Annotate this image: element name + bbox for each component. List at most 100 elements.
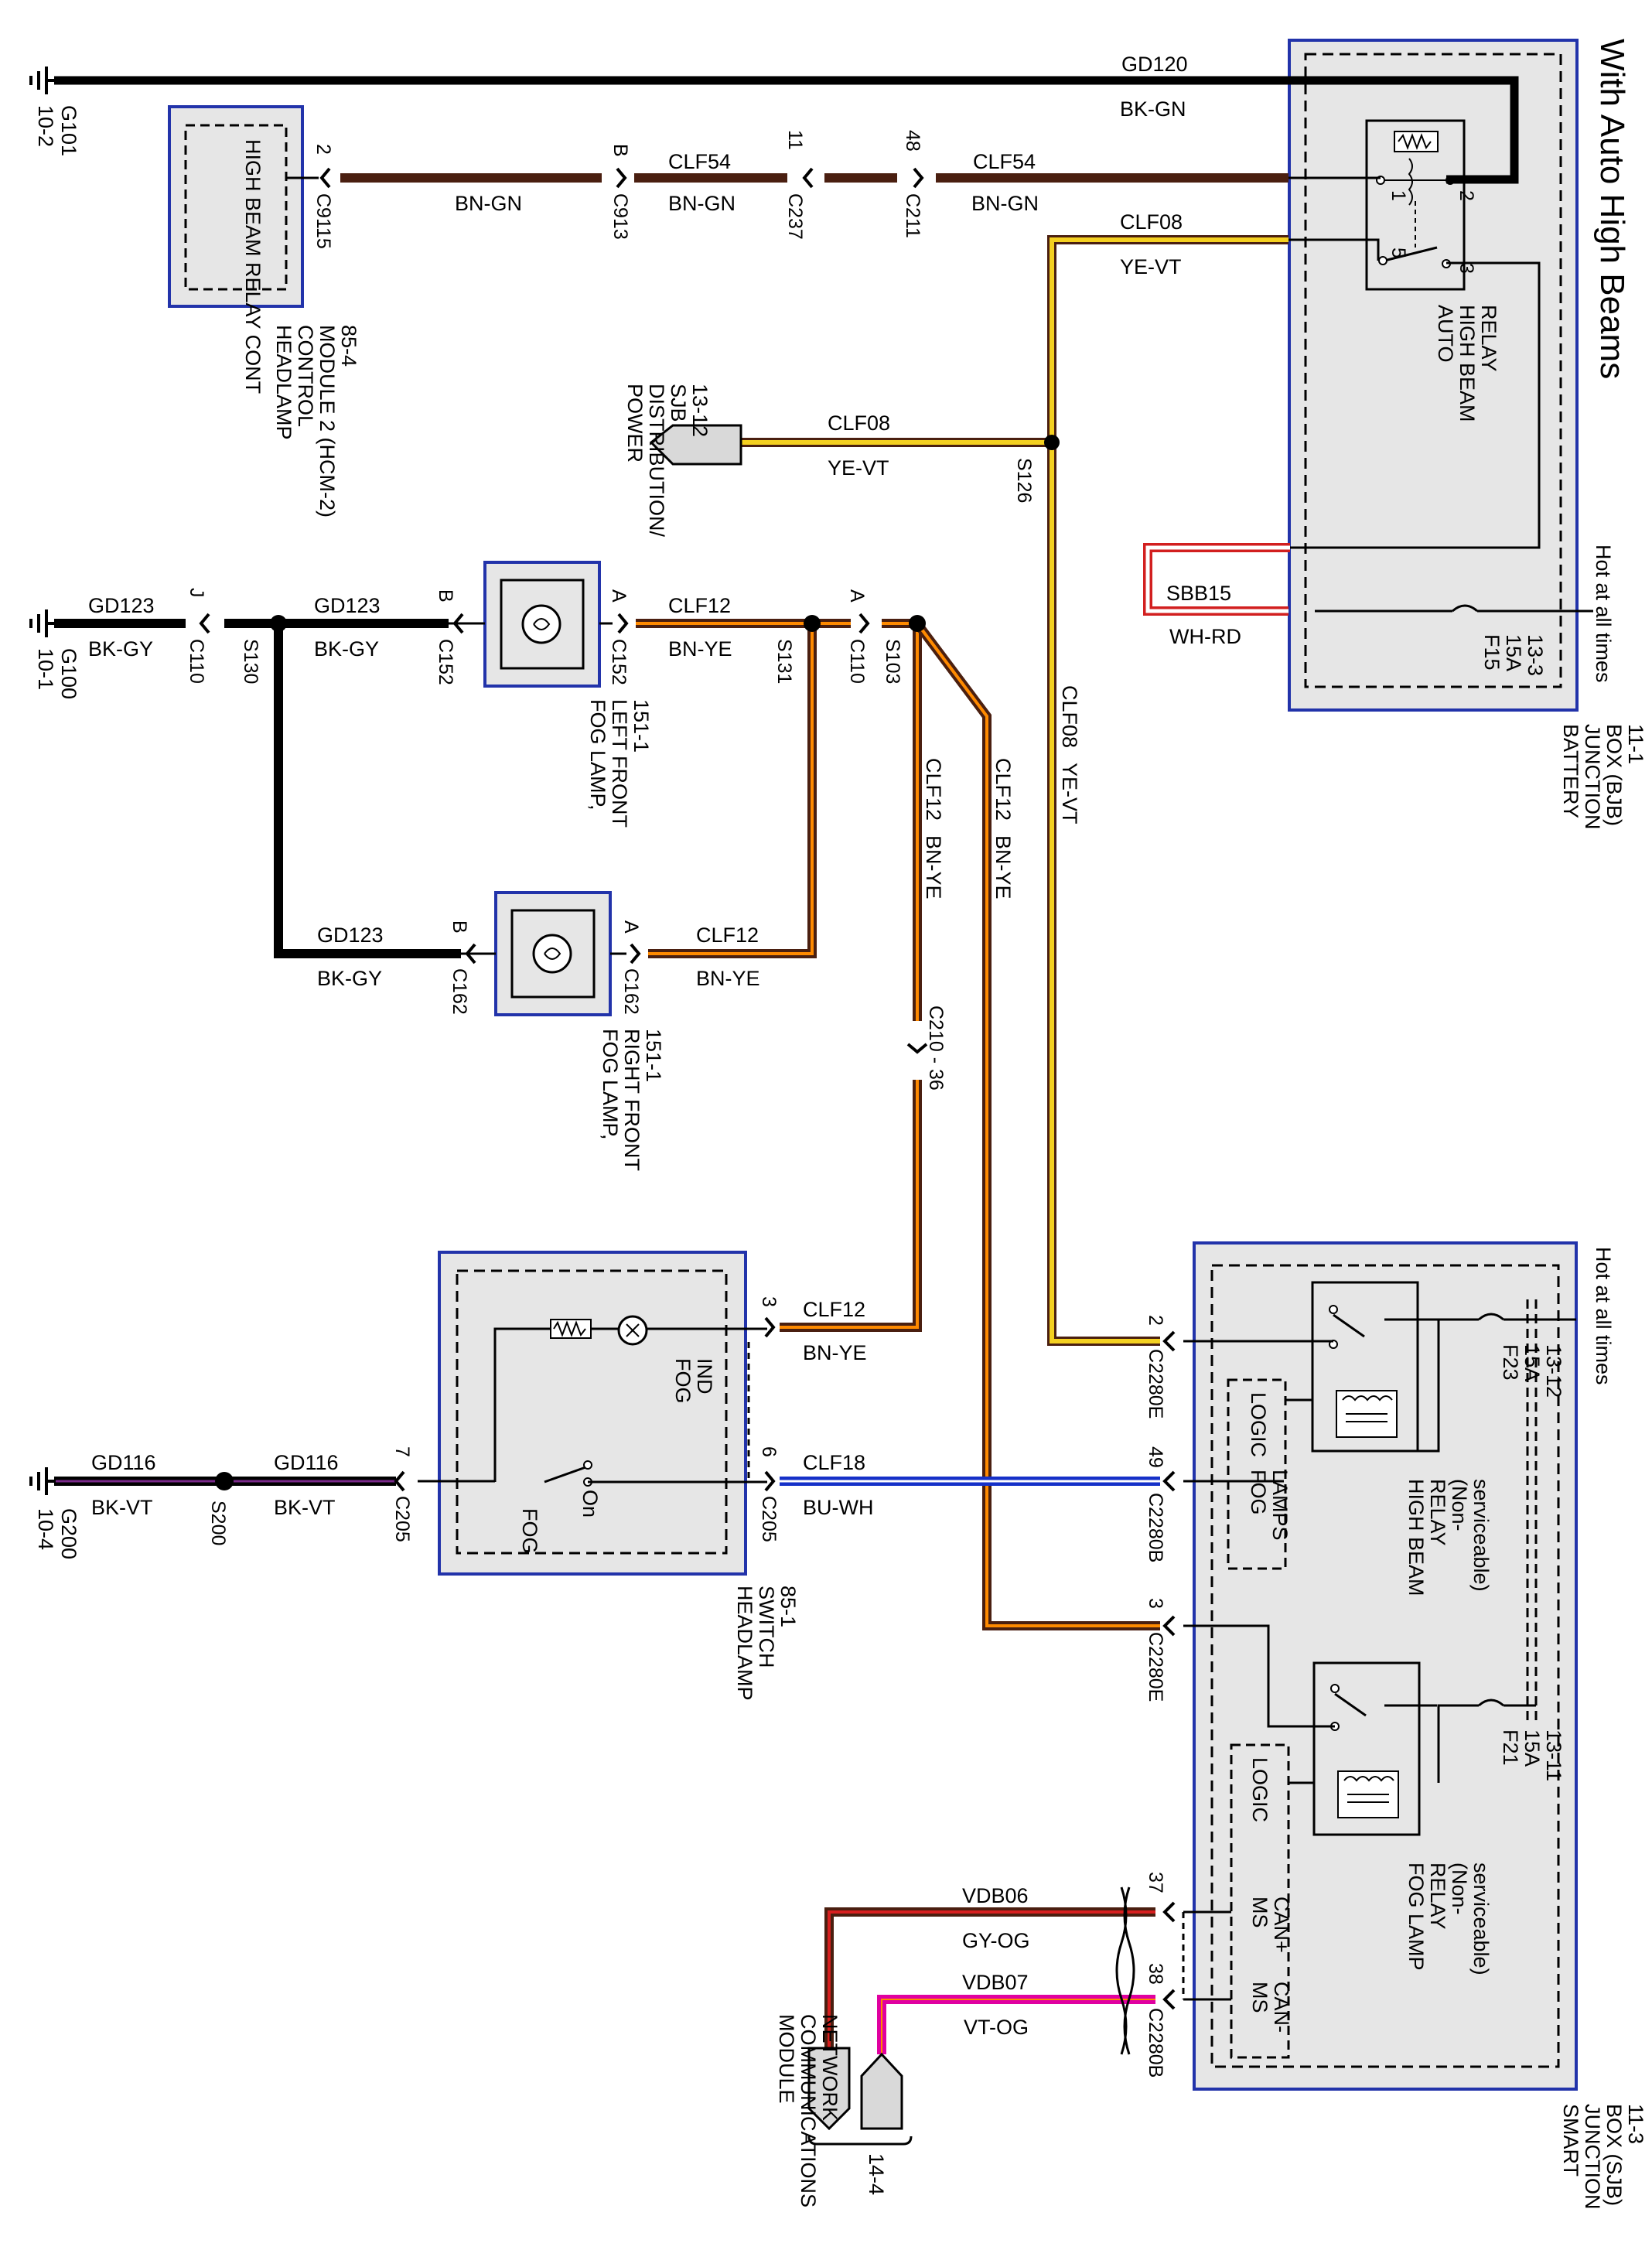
svg-text:HIGH BEAM RELAY CONT: HIGH BEAM RELAY CONT [241, 139, 265, 394]
svg-text:2: 2 [1145, 1315, 1166, 1326]
fog-lamp-right-front-box [494, 891, 612, 1016]
svg-text:G200: G200 [57, 1508, 80, 1559]
svg-text:HIGH BEAM: HIGH BEAM [1405, 1479, 1428, 1596]
svg-text:85-1: 85-1 [777, 1586, 800, 1627]
svg-text:JUNCTION: JUNCTION [1581, 2104, 1604, 2210]
svg-text:151-1: 151-1 [630, 699, 653, 753]
svg-text:serviceable): serviceable) [1469, 1479, 1493, 1592]
wire-clf18 [588, 1477, 1160, 1486]
svg-text:J: J [186, 588, 207, 598]
headlamp-switch-label: HEADLAMP SWITCH 85-1 [733, 1586, 800, 1701]
wire-clf12 [599, 619, 1160, 1630]
svg-text:CLF08: CLF08 [1120, 210, 1183, 234]
svg-text:C2280B: C2280B [1145, 2008, 1166, 2078]
wire-vdb07 [877, 1995, 1155, 2054]
svg-text:CLF54: CLF54 [973, 150, 1036, 173]
ground-g100-label: G100 10-1 [34, 648, 80, 699]
svg-text:YE-VT: YE-VT [828, 456, 889, 480]
svg-text:A: A [846, 589, 868, 603]
svg-text:GY-OG: GY-OG [962, 1929, 1030, 1952]
svg-text:CLF12: CLF12 [992, 758, 1015, 821]
mcn-ref-label: 14-4 [865, 2153, 888, 2195]
svg-text:BK-GY: BK-GY [88, 637, 153, 661]
svg-text:IND: IND [693, 1358, 716, 1395]
wire-gd120 [54, 76, 1519, 184]
auto-relay-pin-labels: 1 2 5 3 [1387, 190, 1477, 274]
svg-text:FOG: FOG [671, 1358, 695, 1404]
svg-text:RELAY: RELAY [1426, 1862, 1449, 1930]
svg-text:SMART: SMART [1559, 2104, 1582, 2177]
hcm-box-label: HIGH BEAM RELAY CONT [241, 139, 265, 394]
svg-text:F15: F15 [1480, 634, 1504, 671]
svg-text:C205: C205 [758, 1496, 780, 1542]
svg-text:C2280E: C2280E [1145, 1349, 1166, 1419]
svg-text:GD123: GD123 [88, 594, 155, 617]
ground-g100-icon [29, 609, 56, 637]
svg-text:15A: 15A [1521, 1729, 1544, 1767]
svg-text:C9115: C9115 [312, 193, 334, 249]
svg-text:151-1: 151-1 [642, 1029, 665, 1082]
svg-text:CLF12: CLF12 [668, 594, 731, 617]
svg-text:COMMUNICATIONS: COMMUNICATIONS [797, 2014, 820, 2207]
svg-text:49: 49 [1145, 1446, 1166, 1468]
svg-text:GD120: GD120 [1121, 53, 1188, 76]
svg-text:FOG: FOG [1247, 1470, 1270, 1515]
mcn-label: MODULE COMMUNICATIONS NETWORK [775, 2014, 841, 2207]
svg-text:3: 3 [1145, 1598, 1166, 1609]
svg-text:BN-GN: BN-GN [971, 192, 1039, 215]
svg-text:BK-GY: BK-GY [314, 637, 379, 661]
svg-text:B: B [435, 589, 456, 603]
svg-text:HEADLAMP: HEADLAMP [733, 1586, 756, 1701]
svg-text:C162: C162 [449, 968, 470, 1015]
power-distribution-label: POWER DISTRIBUTION/ SJB 13-12 [623, 384, 712, 538]
fog-lamp-bulb-icon [532, 934, 572, 974]
svg-text:G100: G100 [57, 648, 80, 699]
power-distribution-pointer [649, 424, 742, 466]
svg-text:5: 5 [1387, 248, 1409, 258]
svg-text:AUTO: AUTO [1434, 305, 1457, 363]
svg-text:A: A [620, 920, 642, 934]
f23-label: F23 15A 13-12 [1499, 1344, 1565, 1398]
svg-text:BK-VT: BK-VT [274, 1496, 336, 1519]
svg-text:VDB06: VDB06 [962, 1884, 1029, 1907]
svg-text:3: 3 [758, 1296, 780, 1307]
svg-text:HEADLAMP: HEADLAMP [272, 325, 295, 440]
svg-text:10-1: 10-1 [34, 648, 57, 690]
wire-clf12-vertical-label-2: CLF12 BN-YE [992, 758, 1015, 900]
svg-text:SJB: SJB [667, 384, 690, 422]
svg-text:11-3: 11-3 [1624, 2104, 1647, 2144]
svg-text:WH-RD: WH-RD [1169, 625, 1241, 648]
hcm-box [168, 105, 304, 308]
svg-text:13-11: 13-11 [1542, 1729, 1565, 1781]
svg-text:YE-VT: YE-VT [1120, 255, 1182, 278]
switch-on-label: On [579, 1490, 602, 1518]
svg-text:C211: C211 [902, 193, 923, 238]
svg-text:S200: S200 [207, 1501, 229, 1545]
svg-text:C110: C110 [846, 639, 868, 684]
svg-text:NETWORK: NETWORK [818, 2014, 841, 2121]
svg-text:C2280B: C2280B [1145, 1493, 1166, 1562]
svg-text:11-1: 11-1 [1624, 724, 1647, 764]
svg-text:DISTRIBUTION/: DISTRIBUTION/ [645, 384, 668, 538]
svg-text:C237: C237 [784, 193, 806, 240]
svg-text:BOX (BJB): BOX (BJB) [1603, 724, 1626, 826]
svg-text:37: 37 [1145, 1872, 1166, 1893]
ground-g200-label: G200 10-4 [34, 1508, 80, 1559]
svg-text:HIGH BEAM: HIGH BEAM [1456, 305, 1479, 422]
svg-text:BK-VT: BK-VT [91, 1496, 153, 1519]
svg-text:C110: C110 [186, 639, 207, 684]
svg-text:7: 7 [391, 1446, 413, 1457]
connector-chevrons [199, 167, 1176, 2010]
svg-text:C152: C152 [608, 639, 630, 685]
svg-text:GD116: GD116 [91, 1451, 156, 1474]
hot-label-sjb: Hot at all times [1592, 1247, 1615, 1385]
bjb-label: BATTERY JUNCTION BOX (BJB) 11-1 [1559, 724, 1647, 830]
mcn-pointer-1 [807, 2047, 851, 2131]
svg-text:(Non-: (Non- [1448, 1479, 1471, 1531]
svg-text:CLF08: CLF08 [828, 411, 890, 435]
auto-high-beam-relay [1365, 119, 1466, 291]
svg-text:SWITCH: SWITCH [755, 1586, 778, 1668]
f15-fuse [1315, 604, 1593, 613]
sjb-label: SMART JUNCTION BOX (SJB) 11-3 [1559, 2104, 1647, 2210]
splice-points [215, 435, 1060, 1490]
